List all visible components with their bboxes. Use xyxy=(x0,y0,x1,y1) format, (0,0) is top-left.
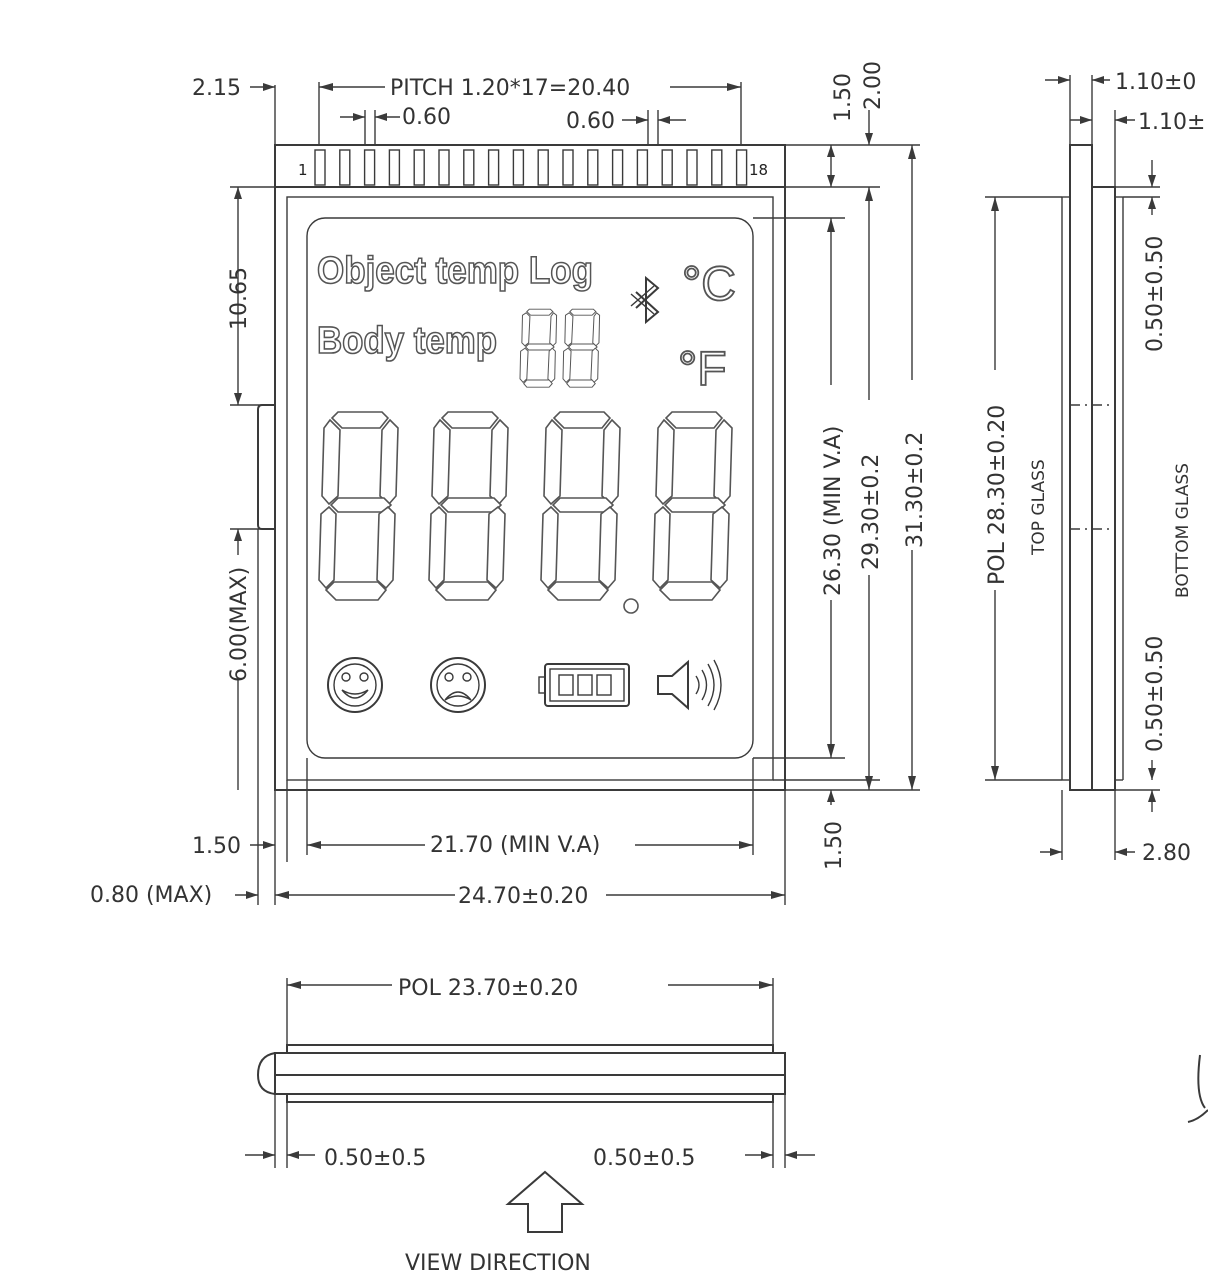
dim-pol-width: POL 23.70±0.20 xyxy=(398,976,578,1001)
decimal-point xyxy=(623,598,639,614)
dim-pin-gap-left: 0.60 xyxy=(402,105,451,130)
dim-bottom-150-left: 1.50 xyxy=(192,834,241,859)
view-direction-arrow-icon xyxy=(505,1170,585,1233)
battery-icon xyxy=(538,663,630,707)
small-digit-2 xyxy=(562,308,601,388)
dim-pin-gap-right: 0.60 xyxy=(566,109,615,134)
connector-pin xyxy=(735,149,748,186)
edge-view: POL 23.70±0.20 0.50±0.5 0.50±0.5 VIEW DI… xyxy=(245,976,815,1276)
dim-top-200: 2.00 xyxy=(861,61,886,110)
dim-pitch: PITCH 1.20*17=20.40 xyxy=(390,76,630,101)
connector-pin xyxy=(487,149,500,186)
connector-pin xyxy=(661,149,673,186)
dim-bottom-080: 0.80 (MAX) xyxy=(90,883,212,908)
connector-pin xyxy=(463,149,475,186)
connector-pin xyxy=(537,149,549,186)
body-temp-label: Body temp xyxy=(317,320,497,362)
side-view: 1.10±0 1.10± POL 28.30±0.20 TOP GLASS BO… xyxy=(985,70,1208,1123)
smiley-icon xyxy=(327,657,383,713)
dim-pol-right: 0.50±0.5 xyxy=(593,1146,695,1171)
left-dimensions: 10.65 6.00(MAX) 1.50 0.80 (MAX) xyxy=(90,186,288,908)
right-dimensions: 26.30 (MIN V.A) 29.30±0.2 31.30±0.2 1.50 xyxy=(753,145,928,870)
dim-pol-height: POL 28.30±0.20 xyxy=(985,405,1010,585)
dim-pol-left: 0.50±0.5 xyxy=(324,1146,426,1171)
dim-width: 24.70±0.20 xyxy=(458,884,588,909)
dim-va-height: 26.30 (MIN V.A) xyxy=(821,426,846,596)
connector-pin xyxy=(438,149,450,186)
small-digit-1 xyxy=(519,308,558,388)
large-digit-4 xyxy=(652,411,733,601)
bottom-glass-label: BOTTOM GLASS xyxy=(1173,463,1193,598)
connector-pin xyxy=(413,149,425,186)
object-temp-log-label: Object temp Log xyxy=(317,250,593,292)
large-digit-2 xyxy=(428,411,509,601)
dim-side-110-b: 1.10± xyxy=(1138,110,1205,135)
dim-bottom-150-right: 1.50 xyxy=(822,821,847,870)
dim-top-150: 1.50 xyxy=(831,73,856,122)
connector-pin xyxy=(587,149,599,186)
large-digit-1 xyxy=(318,411,399,601)
pin-18-label: 18 xyxy=(749,161,768,179)
view-direction-label: VIEW DIRECTION xyxy=(405,1251,591,1276)
dim-side-050-top: 0.50±0.50 xyxy=(1143,236,1168,352)
viewing-area xyxy=(306,217,754,759)
dim-left-offset: 2.15 xyxy=(192,76,241,101)
connector-pin xyxy=(686,149,698,186)
connector-pin xyxy=(611,149,624,186)
dim-side-280: 2.80 xyxy=(1142,841,1191,866)
speaker-icon xyxy=(657,659,722,711)
top-glass-label: TOP GLASS xyxy=(1029,459,1049,556)
connector-pin xyxy=(363,149,376,186)
sad-face-icon xyxy=(430,657,486,713)
connector-pin xyxy=(562,149,574,186)
dim-height-1065: 10.65 xyxy=(227,267,252,330)
dim-side-110-a: 1.10±0 xyxy=(1115,70,1196,95)
fahrenheit-unit: °F xyxy=(678,343,727,396)
connector-pin xyxy=(388,149,401,186)
celsius-unit: °C xyxy=(682,258,736,311)
connector-pin xyxy=(711,149,723,186)
connector-pin xyxy=(314,149,326,186)
dim-height-600: 6.00(MAX) xyxy=(227,567,252,682)
dim-height-3130: 31.30±0.2 xyxy=(903,432,928,548)
outer-glass xyxy=(274,144,786,791)
dim-height-2930: 29.30±0.2 xyxy=(859,454,884,570)
bottom-dimensions: 21.70 (MIN V.A) 24.70±0.20 xyxy=(275,758,786,909)
front-view: 1 18 Object temp Log Body temp °C °F xyxy=(257,144,786,791)
dim-side-050-bottom: 0.50±0.50 xyxy=(1143,636,1168,752)
polarizer-outline xyxy=(286,196,774,781)
connector-pin xyxy=(512,149,525,186)
connector-pin xyxy=(339,149,351,186)
pin-row xyxy=(314,149,748,186)
bluetooth-icon xyxy=(630,275,660,325)
dim-va-width: 21.70 (MIN V.A) xyxy=(430,833,600,858)
pin-1-label: 1 xyxy=(298,161,308,179)
connector-pin xyxy=(636,149,649,186)
top-dimensions: 2.15 PITCH 1.20*17=20.40 0.60 0.60 1.50 … xyxy=(192,61,920,188)
large-digit-3 xyxy=(540,411,621,601)
partial-view-stub xyxy=(1187,1054,1208,1123)
